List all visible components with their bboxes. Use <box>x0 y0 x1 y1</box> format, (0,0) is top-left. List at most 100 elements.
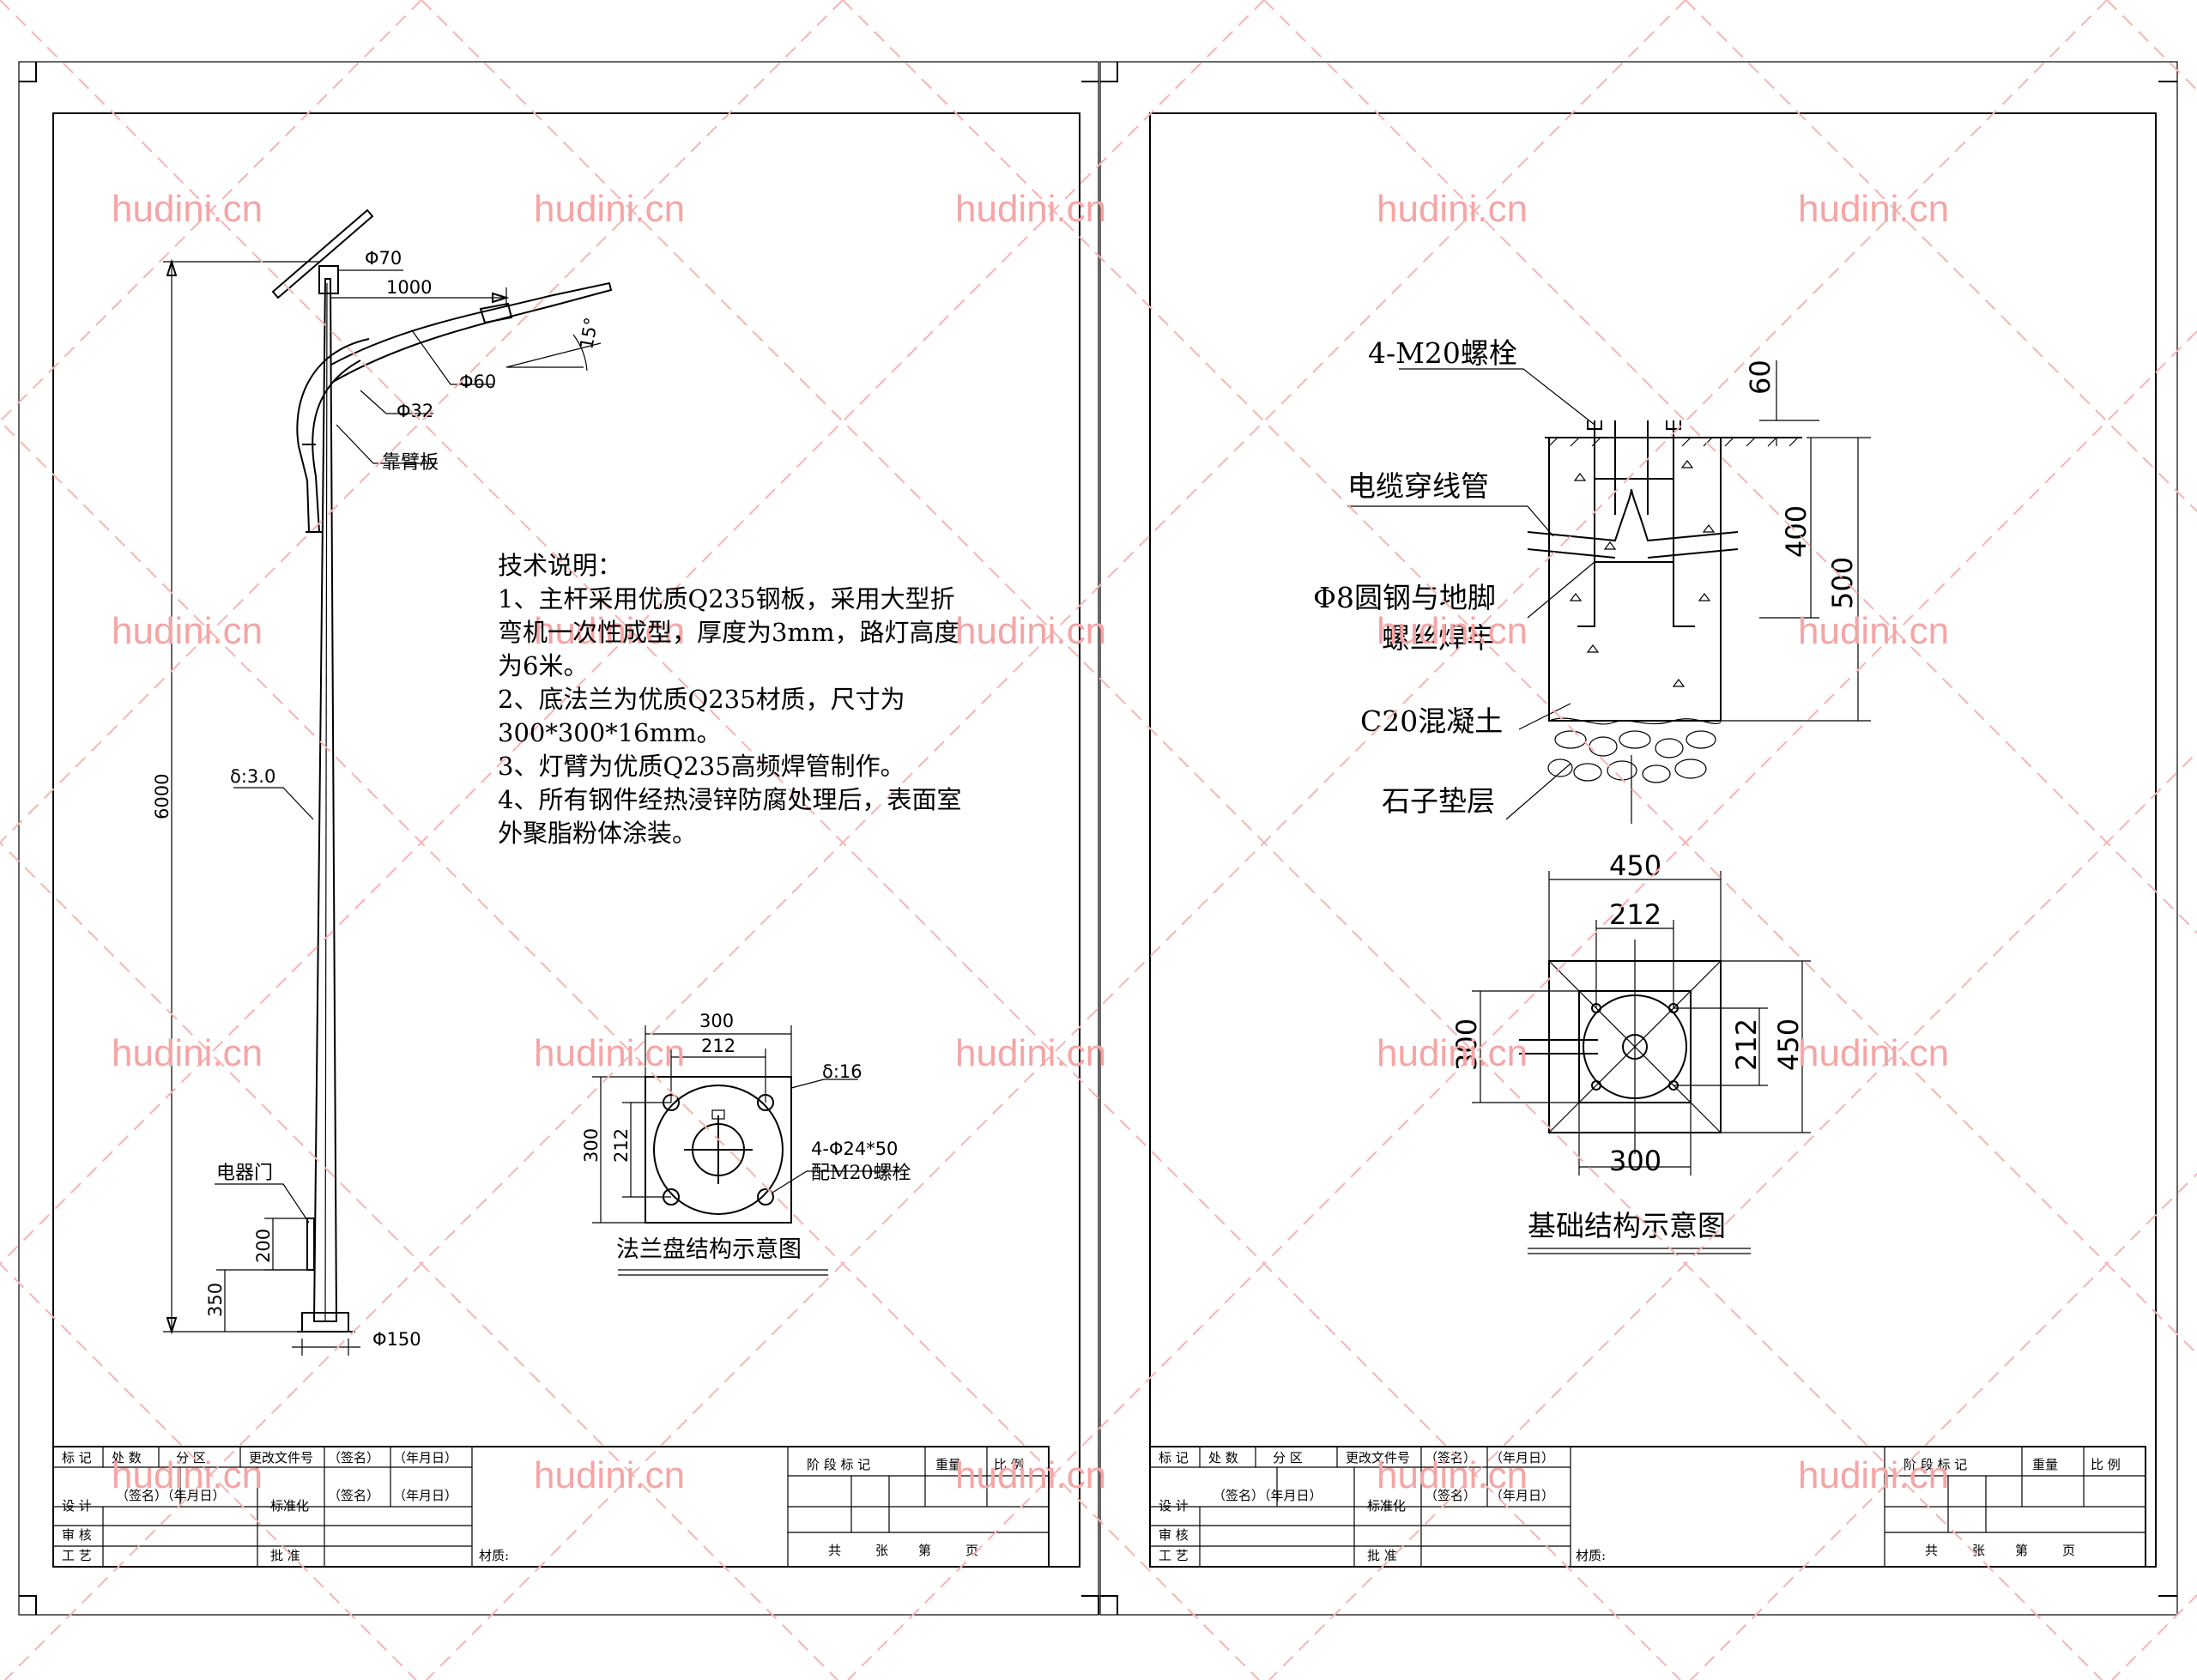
label-wall-thickness: δ:3.0 <box>230 766 275 787</box>
watermark-text: hudini.cn <box>1798 188 1949 230</box>
svg-text:标 记: 标 记 <box>62 1450 92 1465</box>
dim-door-offset: 350 <box>205 1283 226 1317</box>
svg-text:审 核: 审 核 <box>62 1527 92 1543</box>
svg-text:（签名）: （签名） <box>1425 1450 1476 1465</box>
svg-text:张: 张 <box>875 1543 888 1558</box>
label-gravel: 石子垫层 <box>1382 784 1495 818</box>
svg-text:比 例: 比 例 <box>2091 1457 2121 1472</box>
watermark-text: hudini.cn <box>1377 1454 1528 1496</box>
svg-text:重量: 重量 <box>935 1457 961 1472</box>
watermark-text: hudini.cn <box>1798 1454 1949 1496</box>
svg-text:（年月日）: （年月日） <box>393 1450 457 1465</box>
label-rebar-2: 螺丝焊牢 <box>1382 621 1495 655</box>
watermark-text: hudini.cn <box>1798 1032 1949 1074</box>
svg-text:更改文件号: 更改文件号 <box>249 1450 313 1465</box>
technical-notes: 技术说明： 1、主杆采用优质Q235钢板，采用大型折弯机一次性成型，厚度为3mm… <box>498 549 978 850</box>
plan-caption: 基础结构示意图 <box>1528 1209 1726 1242</box>
title-block-right <box>1149 1446 2146 1568</box>
watermark-text: hudini.cn <box>955 1454 1106 1496</box>
svg-text:第: 第 <box>2015 1543 2028 1558</box>
svg-text:阶 段 标 记: 阶 段 标 记 <box>1903 1457 1967 1472</box>
label-back-plate: 靠臂板 <box>382 452 439 474</box>
watermark-text: hudini.cn <box>534 610 685 652</box>
dim-section-60: 60 <box>1744 360 1776 395</box>
svg-text:（签名）: （签名） <box>328 1488 379 1503</box>
svg-text:（年月日）: （年月日） <box>393 1488 457 1503</box>
dim-pole-height: 6000 <box>152 774 172 819</box>
label-cable-conduit: 电缆穿线管 <box>1347 469 1489 503</box>
label-rebar-1: Φ8圆钢与地脚 <box>1313 581 1496 614</box>
flange-dim-outer: 300 <box>699 1011 734 1031</box>
svg-text:设 计: 设 计 <box>1159 1498 1189 1514</box>
notes-item-4: 4、所有钢件经热浸锌防腐处理后，表面室外聚脂粉体涂装。 <box>498 785 962 848</box>
watermark-text: hudini.cn <box>112 1032 263 1074</box>
svg-text:阶 段 标 记: 阶 段 标 记 <box>807 1457 870 1472</box>
svg-text:页: 页 <box>965 1543 978 1558</box>
svg-text:比 例: 比 例 <box>994 1457 1024 1472</box>
flange-dim-outer-v: 300 <box>581 1128 602 1163</box>
flange-labels: 300 212 300 212 δ:16 4-Φ24*50 配M20螺栓 法兰盘… <box>581 1011 911 1263</box>
watermark-text-layer: hudini.cn hudini.cn hudini.cn hudini.cn hudi… <box>112 188 1949 1496</box>
svg-text:处 数: 处 数 <box>112 1450 142 1465</box>
svg-text:标 记: 标 记 <box>1159 1450 1189 1465</box>
svg-text:（签名）: （签名） <box>1425 1488 1476 1503</box>
plan-dim-450-right: 450 <box>1772 1018 1805 1071</box>
street-lamp-pole <box>163 208 613 1356</box>
dim-arm-diameter: Φ60 <box>459 372 496 392</box>
svg-text:更改文件号: 更改文件号 <box>1346 1450 1410 1465</box>
svg-text:共: 共 <box>828 1543 841 1558</box>
notes-title: 技术说明： <box>498 551 623 580</box>
dim-arm-length: 1000 <box>386 277 432 298</box>
flange-thickness: δ:16 <box>822 1061 862 1082</box>
watermark-text: hudini.cn <box>534 188 685 230</box>
lamp-arm <box>330 281 613 383</box>
watermark-text: hudini.cn <box>1377 188 1528 230</box>
watermark-text: hudini.cn <box>112 1454 263 1496</box>
foundation-plan-drawing <box>1472 871 1811 1254</box>
svg-text:标准化: 标准化 <box>1367 1498 1406 1514</box>
pole-dimension-labels: Φ70 1000 Φ60 15° Φ32 靠臂板 6000 δ:3.0 电器门 … <box>152 248 602 1350</box>
dim-section-500: 500 <box>1826 557 1859 609</box>
svg-text:分 区: 分 区 <box>1273 1450 1303 1465</box>
watermark-text: hudini.cn <box>1377 1032 1528 1074</box>
flange-caption: 法兰盘结构示意图 <box>616 1236 802 1263</box>
title-block-left <box>52 1446 1050 1568</box>
watermark-text: hudini.cn <box>955 1032 1106 1074</box>
watermark-text: hudini.cn <box>112 610 263 652</box>
pole-door <box>306 1218 315 1271</box>
svg-text:分 区: 分 区 <box>176 1450 206 1465</box>
svg-text:批 准: 批 准 <box>1367 1548 1397 1563</box>
solar-panel <box>271 208 374 299</box>
svg-text:重量: 重量 <box>2032 1457 2058 1472</box>
svg-text:设 计: 设 计 <box>62 1498 92 1514</box>
foundation-section-labels: 4-M20螺栓 电缆穿线管 Φ8圆钢与地脚 螺丝焊牢 C20混凝土 石子垫层 6… <box>1313 336 1859 818</box>
watermark-text: hudini.cn <box>955 188 1106 230</box>
flange-dim-bolt: 212 <box>701 1036 735 1056</box>
dim-arm-angle: 15° <box>576 316 602 351</box>
label-electric-door: 电器门 <box>216 1163 273 1184</box>
dim-section-400: 400 <box>1780 505 1813 558</box>
svg-text:处 数: 处 数 <box>1208 1450 1238 1465</box>
svg-text:（签名）（年月日）: （签名）（年月日） <box>116 1488 226 1503</box>
svg-text:审 核: 审 核 <box>1159 1527 1189 1543</box>
flange-bolts: 配M20螺栓 <box>811 1163 911 1184</box>
sheet-frames <box>18 61 2178 1616</box>
svg-text:标准化: 标准化 <box>270 1498 309 1514</box>
foundation-plan-labels: 450 212 300 212 450 300 基础结构示意图 <box>1450 849 1805 1242</box>
plan-dim-450-top: 450 <box>1609 849 1661 882</box>
dim-door-height: 200 <box>253 1229 274 1263</box>
watermark-text: hudini.cn <box>534 1032 685 1074</box>
svg-text:页: 页 <box>2062 1543 2075 1558</box>
svg-text:共: 共 <box>1925 1543 1938 1558</box>
svg-text:材质:: 材质: <box>1576 1548 1606 1563</box>
svg-text:（年月日）: （年月日） <box>1490 1488 1554 1503</box>
svg-text:（签名）: （签名） <box>328 1450 379 1465</box>
plan-dim-300-bottom: 300 <box>1609 1145 1661 1177</box>
dim-top-diameter: Φ70 <box>365 248 402 269</box>
plan-dim-212-top: 212 <box>1609 898 1661 931</box>
svg-text:工 艺: 工 艺 <box>62 1548 92 1563</box>
svg-text:张: 张 <box>1972 1543 1985 1558</box>
watermark-text: hudini.cn <box>955 610 1106 652</box>
svg-text:材质:: 材质: <box>479 1548 509 1563</box>
